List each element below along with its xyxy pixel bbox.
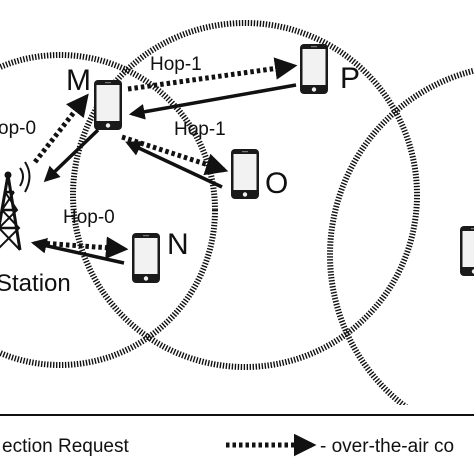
arrow-station-to-m-dotted (33, 93, 89, 164)
tower-icon (0, 161, 31, 251)
hop-label-station-to-m: op-0 (0, 118, 36, 139)
coverage-areas (0, 20, 474, 443)
node-label-n: N (167, 228, 189, 261)
legend-dotted-label: - over-the-air co (320, 436, 454, 457)
phone-m-icon (94, 80, 122, 130)
arrow-m-to-station-solid (43, 128, 100, 183)
phone-n-icon (132, 233, 160, 283)
arrow-m-to-p-dotted (127, 57, 298, 92)
phone-p-icon (300, 44, 328, 94)
node-label-p: P (340, 62, 360, 95)
arrow-n-to-station-solid (30, 238, 125, 265)
hop-label-station-to-n: Hop-0 (63, 207, 115, 228)
arrow-p-to-m-solid (128, 83, 297, 120)
coverage-circle-station (0, 52, 218, 368)
arrow-m-to-o-dotted (121, 134, 229, 176)
arrow-station-to-n-dotted (39, 236, 129, 259)
hop-label-m-to-o: Hop-1 (174, 119, 226, 140)
node-label-m: M (66, 64, 91, 97)
arrow-o-to-m-solid (125, 141, 223, 189)
node-label-o: O (265, 167, 288, 200)
phone-partial-icon (460, 226, 474, 276)
legend-solid-label: ection Request (2, 436, 129, 457)
phone-o-icon (231, 149, 259, 199)
hop-label-m-to-p: Hop-1 (150, 54, 202, 75)
coverage-circle-m (70, 20, 420, 370)
legend: ection Request - over-the-air co (2, 433, 454, 457)
node-label-station: Station (0, 270, 71, 297)
